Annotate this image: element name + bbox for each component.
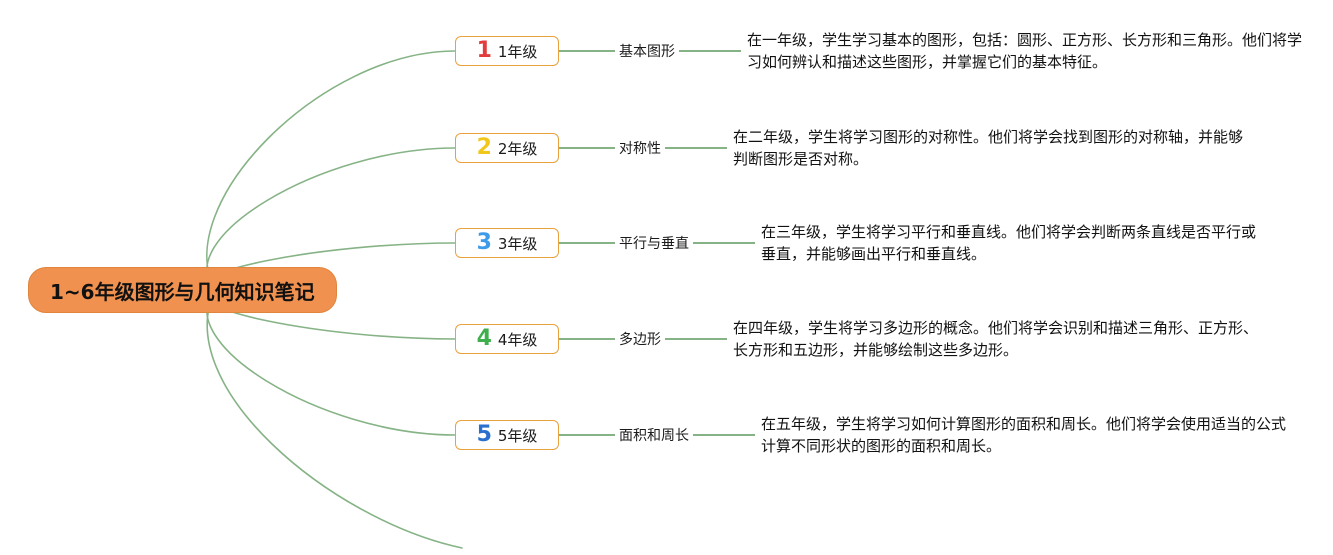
description-node[interactable]: 在一年级，学生学习基本的图形，包括：圆形、正方形、长方形和三角形。他们将学习如何…: [747, 30, 1303, 72]
topic-node[interactable]: 基本图形: [619, 44, 675, 60]
grade-node-2[interactable]: 2 2年级: [455, 133, 559, 163]
root-topic-label: 1~6年级图形与几何知识笔记: [50, 279, 315, 304]
connector-line: [665, 338, 727, 340]
grade-node-1[interactable]: 1 1年级: [455, 36, 559, 66]
grade-number: 4: [476, 326, 492, 351]
grade-node-5[interactable]: 5 5年级: [455, 420, 559, 450]
grade-number: 1: [476, 38, 492, 63]
grade-node-3[interactable]: 3 3年级: [455, 228, 559, 258]
branch-grade-3: 3 3年级 平行与垂直 在三年级，学生将学习平行和垂直线。他们将学会判断两条直线…: [455, 203, 1269, 283]
connector-line: [665, 147, 727, 149]
grade-label: 2年级: [497, 139, 538, 158]
branch-curve-1: [206, 50, 456, 291]
topic-node[interactable]: 多边形: [619, 332, 661, 348]
description-node[interactable]: 在二年级，学生将学习图形的对称性。他们将学会找到图形的对称轴，并能够判断图形是否…: [733, 127, 1244, 169]
grade-number: 3: [476, 230, 492, 255]
topic-node[interactable]: 对称性: [619, 141, 661, 157]
grade-node-4[interactable]: 4 4年级: [455, 324, 559, 354]
topic-node[interactable]: 面积和周长: [619, 428, 689, 444]
description-node[interactable]: 在三年级，学生将学习平行和垂直线。他们将学会判断两条直线是否平行或垂直，并能够画…: [761, 222, 1257, 264]
topic-node[interactable]: 平行与垂直: [619, 236, 689, 252]
branch-curve-6-offscreen: [206, 289, 463, 549]
description-node[interactable]: 在五年级，学生将学习如何计算图形的面积和周长。他们将学会使用适当的公式计算不同形…: [761, 414, 1287, 456]
grade-label: 1年级: [497, 42, 538, 61]
root-topic[interactable]: 1~6年级图形与几何知识笔记: [28, 267, 337, 313]
grade-number: 5: [476, 422, 492, 447]
connector-line: [559, 434, 615, 436]
connector-line: [559, 338, 615, 340]
connector-line: [693, 434, 755, 436]
grade-number: 2: [476, 135, 492, 160]
grade-label: 4年级: [497, 330, 538, 349]
grade-label: 5年级: [497, 426, 538, 445]
connector-line: [679, 50, 741, 52]
connector-line: [559, 50, 615, 52]
grade-label: 3年级: [497, 234, 538, 253]
description-node[interactable]: 在四年级，学生将学习多边形的概念。他们将学会识别和描述三角形、正方形、长方形和五…: [733, 318, 1259, 360]
branch-grade-5: 5 5年级 面积和周长 在五年级，学生将学习如何计算图形的面积和周长。他们将学会…: [455, 395, 1286, 475]
branch-grade-2: 2 2年级 对称性 在二年级，学生将学习图形的对称性。他们将学会找到图形的对称轴…: [455, 108, 1248, 188]
connector-line: [559, 147, 615, 149]
branch-grade-1: 1 1年级 基本图形 在一年级，学生学习基本的图形，包括：圆形、正方形、长方形和…: [455, 11, 1309, 91]
branch-grade-4: 4 4年级 多边形 在四年级，学生将学习多边形的概念。他们将学会识别和描述三角形…: [455, 299, 1261, 379]
connector-line: [693, 242, 755, 244]
connector-line: [559, 242, 615, 244]
